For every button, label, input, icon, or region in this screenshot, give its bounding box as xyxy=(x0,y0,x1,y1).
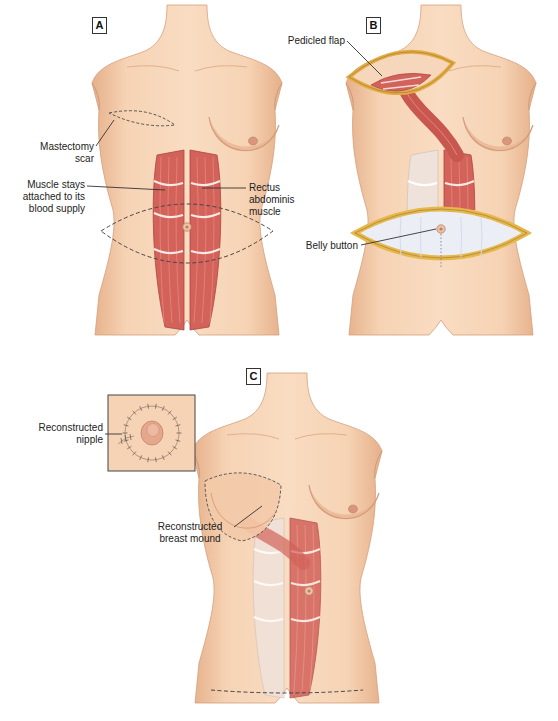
breast-outline xyxy=(309,485,379,518)
leader-line xyxy=(87,186,165,190)
leader-line xyxy=(202,188,246,189)
muscle-fiber xyxy=(407,93,457,155)
torso-outline xyxy=(92,5,282,335)
abdominal-scar xyxy=(211,690,363,693)
rectus-column xyxy=(407,150,438,210)
part-label: Reconstructed breast mound xyxy=(148,521,232,545)
leader-line xyxy=(361,229,436,245)
donor-site xyxy=(355,209,527,258)
arm-edge xyxy=(192,451,382,478)
torso xyxy=(346,5,536,335)
incision-outline xyxy=(101,204,273,263)
part-label: Reconstructed nipple xyxy=(18,422,103,446)
midline xyxy=(441,234,442,267)
nipple xyxy=(249,137,258,145)
part-label: Muscle stays attached to its blood suppl… xyxy=(12,179,85,215)
belly-button xyxy=(305,587,313,595)
leader-line xyxy=(347,41,382,76)
breast-outline xyxy=(463,117,533,150)
panel-letter-box: B xyxy=(366,17,381,34)
rectus-column xyxy=(190,150,221,330)
belly-button xyxy=(437,225,445,233)
panel-letter-box: C xyxy=(246,368,261,385)
mastectomy-scar xyxy=(109,111,175,126)
belly-button xyxy=(183,223,191,231)
leader-line xyxy=(105,434,122,435)
collarbone xyxy=(227,434,347,439)
breast-shade xyxy=(309,485,379,519)
nipple xyxy=(503,137,512,145)
part-label: Mastectomy scar xyxy=(32,141,94,165)
torso xyxy=(92,5,282,335)
rectus-column xyxy=(153,150,184,330)
muscle-pedicle xyxy=(407,93,457,155)
part-label: Belly button xyxy=(288,240,358,252)
panel-letter: C xyxy=(250,370,258,383)
breast-shade xyxy=(209,117,279,151)
collarbone xyxy=(127,66,247,71)
nipple-inset xyxy=(108,395,195,471)
nipple xyxy=(349,505,358,513)
breast-outline xyxy=(209,117,279,150)
breast-shade xyxy=(463,117,533,151)
donor-edge xyxy=(355,209,527,258)
panel-letter: B xyxy=(370,19,378,32)
leader-line xyxy=(234,506,262,527)
leader-line xyxy=(96,120,114,146)
panel-letter-box: A xyxy=(92,17,107,34)
torso-outline xyxy=(346,5,536,335)
flap-muscle xyxy=(371,73,431,91)
part-label: Rectus abdominis muscle xyxy=(249,182,305,218)
part-label: Pedicled flap xyxy=(268,35,345,47)
arm-edge xyxy=(92,83,282,110)
panel-letter: A xyxy=(96,19,104,32)
